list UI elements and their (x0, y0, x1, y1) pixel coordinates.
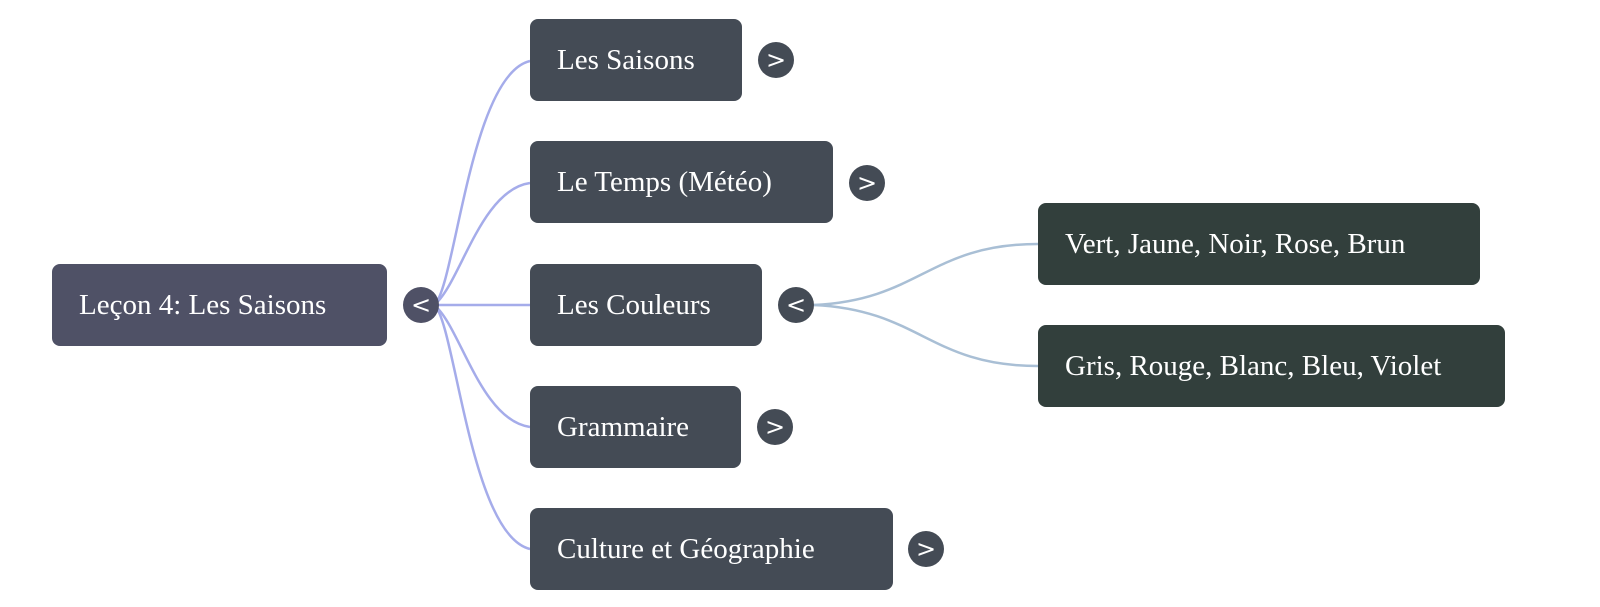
branch-node-culture[interactable]: Culture et Géographie (530, 508, 893, 590)
branch-expand-toggle-culture[interactable]: > (908, 531, 944, 567)
root-collapse-toggle[interactable]: < (403, 287, 439, 323)
leaf-node-colors-2[interactable]: Gris, Rouge, Blanc, Bleu, Violet (1038, 325, 1505, 407)
leaf-node-colors-1[interactable]: Vert, Jaune, Noir, Rose, Brun (1038, 203, 1480, 285)
branch-node-les-couleurs[interactable]: Les Couleurs (530, 264, 762, 346)
branch-collapse-toggle-les-couleurs[interactable]: < (778, 287, 814, 323)
connector-leaf-1 (813, 242, 1039, 307)
connector-leaf-2 (813, 303, 1039, 368)
branch-expand-toggle-grammaire[interactable]: > (757, 409, 793, 445)
connector-culture (433, 303, 531, 551)
branch-node-le-temps[interactable]: Le Temps (Météo) (530, 141, 833, 223)
root-node[interactable]: Leçon 4: Les Saisons (52, 264, 387, 346)
branch-node-les-saisons[interactable]: Les Saisons (530, 19, 742, 101)
connector-grammaire (433, 304, 531, 429)
branch-expand-toggle-le-temps[interactable]: > (849, 165, 885, 201)
branch-expand-toggle-les-saisons[interactable]: > (758, 42, 794, 78)
branch-node-grammaire[interactable]: Grammaire (530, 386, 741, 468)
connector-le-temps (433, 181, 531, 306)
connector-les-saisons (433, 59, 531, 307)
